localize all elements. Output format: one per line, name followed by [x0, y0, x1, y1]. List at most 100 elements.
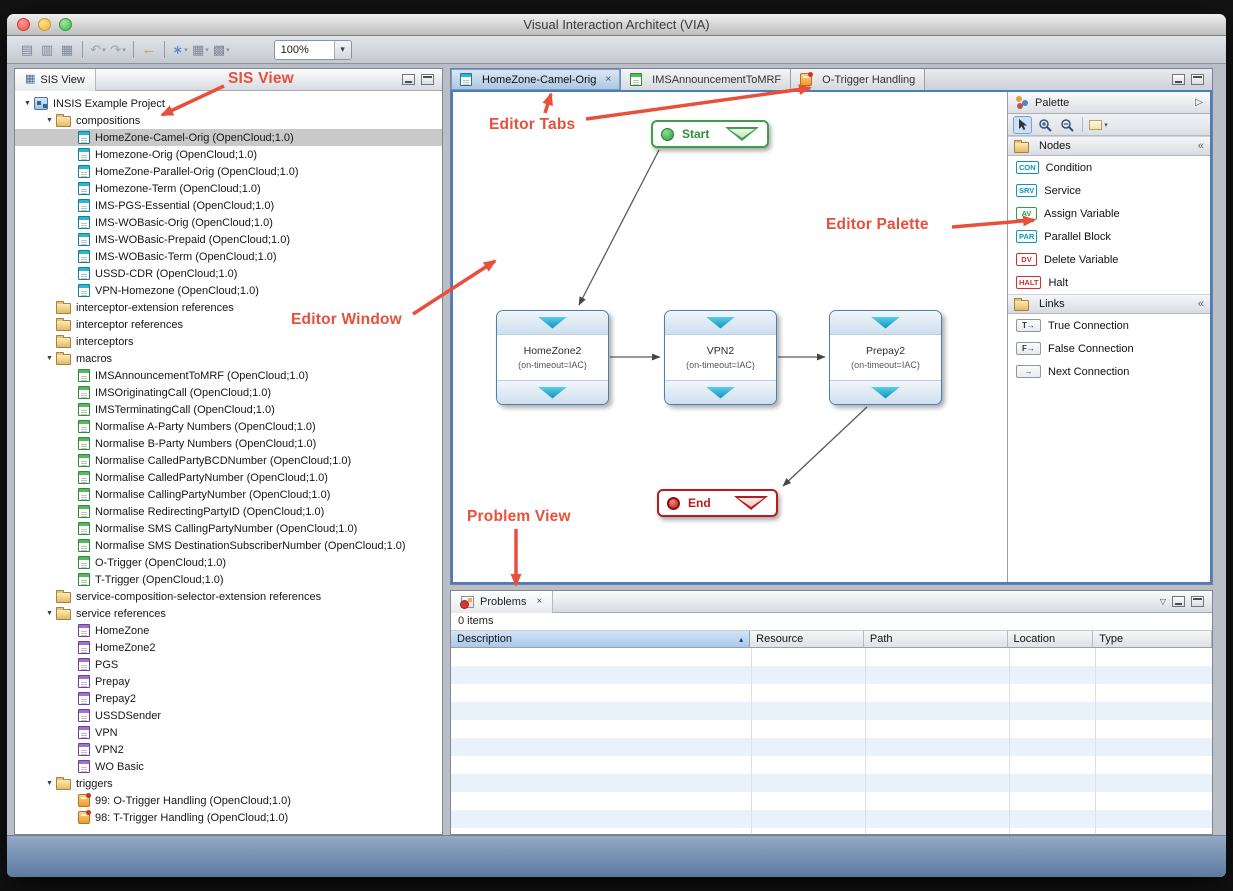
service-node[interactable]: VPN2 (on-timeout=IAC) — [664, 310, 777, 405]
tree-item[interactable]: IMSTerminatingCall (OpenCloud;1.0) — [15, 401, 442, 418]
view-menu-icon[interactable]: ▽ — [1159, 597, 1166, 606]
problems-column-header[interactable]: Description▴ — [451, 631, 751, 647]
tree-item[interactable]: VPN2 — [15, 741, 442, 758]
problems-column-header[interactable]: Type — [1093, 631, 1212, 647]
undo-icon[interactable]: ↶▾ — [88, 40, 108, 60]
window-zoom-button[interactable] — [59, 18, 72, 31]
problems-tab[interactable]: Problems × — [451, 590, 554, 613]
start-output-handle[interactable] — [725, 127, 759, 141]
redo-icon[interactable]: ↷▾ — [108, 40, 128, 60]
tree-item[interactable]: Normalise SMS CallingPartyNumber (OpenCl… — [15, 520, 442, 537]
drawer-collapse-icon[interactable]: « — [1197, 139, 1204, 152]
start-node[interactable]: Start — [651, 120, 769, 148]
tree-item[interactable]: Prepay2 — [15, 690, 442, 707]
minimize-view-button[interactable] — [402, 74, 415, 85]
tree-item[interactable]: HomeZone2 — [15, 639, 442, 656]
tree-item[interactable]: IMS-WOBasic-Term (OpenCloud;1.0) — [15, 248, 442, 265]
minimize-problems-button[interactable] — [1172, 596, 1185, 607]
dropdown-icon[interactable]: ▾ — [102, 46, 106, 54]
select-style-icon[interactable]: ∗▾ — [170, 40, 190, 60]
service-node-output-handle[interactable] — [497, 380, 608, 404]
service-node-input-handle[interactable] — [830, 311, 941, 335]
palette-item[interactable]: →Next Connection — [1008, 360, 1210, 383]
selection-tool[interactable] — [1013, 115, 1032, 134]
tree-item[interactable]: Normalise CallingPartyNumber (OpenCloud;… — [15, 486, 442, 503]
drawer-collapse-icon[interactable]: « — [1197, 297, 1204, 310]
tree-item[interactable]: IMSOriginatingCall (OpenCloud;1.0) — [15, 384, 442, 401]
end-input-handle[interactable] — [734, 496, 768, 510]
editor-tab[interactable]: O-Trigger Handling — [791, 69, 926, 90]
tree-item[interactable]: service-composition-selector-extension r… — [15, 588, 442, 605]
tree-item[interactable]: interceptors — [15, 333, 442, 350]
tree-item[interactable]: HomeZone-Parallel-Orig (OpenCloud;1.0) — [15, 163, 442, 180]
problems-column-header[interactable]: Resource — [750, 631, 864, 647]
window-close-button[interactable] — [17, 18, 30, 31]
service-node[interactable]: HomeZone2 (on-timeout=IAC) — [496, 310, 609, 405]
expander-icon[interactable]: ▼ — [46, 117, 53, 124]
problems-column-header[interactable]: Path — [864, 631, 1008, 647]
zoom-combobox[interactable]: 100% ▾ — [273, 39, 352, 60]
palette-pin-icon[interactable]: ▷ — [1195, 97, 1203, 108]
expander-icon[interactable]: ▼ — [46, 780, 53, 787]
service-node-output-handle[interactable] — [830, 380, 941, 404]
sis-view-tab[interactable]: ▦ SIS View — [15, 68, 96, 91]
maximize-view-button[interactable] — [421, 74, 434, 85]
tree-item[interactable]: USSDSender — [15, 707, 442, 724]
tree-item[interactable]: ▼triggers — [15, 775, 442, 792]
maximize-editor-button[interactable] — [1191, 74, 1204, 85]
tree-item[interactable]: O-Trigger (OpenCloud;1.0) — [15, 554, 442, 571]
tree-item[interactable]: Homezone-Term (OpenCloud;1.0) — [15, 180, 442, 197]
service-node[interactable]: Prepay2 (on-timeout=IAC) — [829, 310, 942, 405]
tree-item[interactable]: WO Basic — [15, 758, 442, 775]
palette-header[interactable]: Palette ▷ — [1008, 92, 1210, 114]
tree-item[interactable]: ▼INSIS Example Project — [15, 95, 442, 112]
tab-close-icon[interactable]: × — [605, 73, 612, 85]
tree-item[interactable]: VPN-Homezone (OpenCloud;1.0) — [15, 282, 442, 299]
tree-item[interactable]: PGS — [15, 656, 442, 673]
service-node-input-handle[interactable] — [497, 311, 608, 335]
tree-item[interactable]: Homezone-Orig (OpenCloud;1.0) — [15, 146, 442, 163]
window-minimize-button[interactable] — [38, 18, 51, 31]
expander-icon[interactable]: ▼ — [46, 610, 53, 617]
expander-icon[interactable]: ▼ — [46, 355, 53, 362]
dropdown-icon[interactable]: ▾ — [122, 46, 126, 54]
dropdown-icon[interactable]: ▾ — [184, 46, 188, 54]
service-node-output-handle[interactable] — [665, 380, 776, 404]
snap-to-grid-icon[interactable]: ▦▾ — [190, 40, 211, 60]
zoom-dropdown-icon[interactable]: ▾ — [333, 40, 351, 59]
dropdown-icon[interactable]: ▾ — [226, 46, 230, 54]
window-titlebar[interactable]: Visual Interaction Architect (VIA) — [7, 14, 1226, 36]
save-icon[interactable]: ▥ — [37, 40, 57, 60]
tree-item[interactable]: Normalise CalledPartyBCDNumber (OpenClou… — [15, 452, 442, 469]
tree-item[interactable]: ▼service references — [15, 605, 442, 622]
maximize-problems-button[interactable] — [1191, 596, 1204, 607]
tree-item[interactable]: IMS-WOBasic-Prepaid (OpenCloud;1.0) — [15, 231, 442, 248]
problems-column-header[interactable]: Location — [1008, 631, 1094, 647]
palette-drawer-links[interactable]: Links« — [1008, 294, 1210, 314]
tree-item[interactable]: IMS-PGS-Essential (OpenCloud;1.0) — [15, 197, 442, 214]
tree-item[interactable]: interceptor-extension references — [15, 299, 442, 316]
link-with-editor-icon[interactable]: ← — [139, 40, 159, 60]
tree-item[interactable]: T-Trigger (OpenCloud;1.0) — [15, 571, 442, 588]
tree-item[interactable]: Normalise B-Party Numbers (OpenCloud;1.0… — [15, 435, 442, 452]
grid-visibility-icon[interactable]: ▩▾ — [211, 40, 232, 60]
note-dropdown-icon[interactable]: ▾ — [1104, 121, 1108, 129]
palette-drawer-nodes[interactable]: Nodes« — [1008, 136, 1210, 156]
tree-item[interactable]: ▼compositions — [15, 112, 442, 129]
new-diagram-icon[interactable]: ▤ — [17, 40, 37, 60]
print-icon[interactable]: ▦ — [57, 40, 77, 60]
tree-item[interactable]: interceptor references — [15, 316, 442, 333]
tree-item[interactable]: Normalise SMS DestinationSubscriberNumbe… — [15, 537, 442, 554]
editor-tab[interactable]: HomeZone-Camel-Orig× — [451, 69, 622, 90]
zoom-in-tool[interactable] — [1035, 116, 1054, 134]
tree-item[interactable]: IMSAnnouncementToMRF (OpenCloud;1.0) — [15, 367, 442, 384]
tree-item[interactable]: 98: T-Trigger Handling (OpenCloud;1.0) — [15, 809, 442, 826]
minimize-editor-button[interactable] — [1172, 74, 1185, 85]
expander-icon[interactable]: ▼ — [24, 100, 31, 107]
editor-tab[interactable]: IMSAnnouncementToMRF — [621, 69, 792, 90]
tree-item[interactable]: Normalise CalledPartyNumber (OpenCloud;1… — [15, 469, 442, 486]
